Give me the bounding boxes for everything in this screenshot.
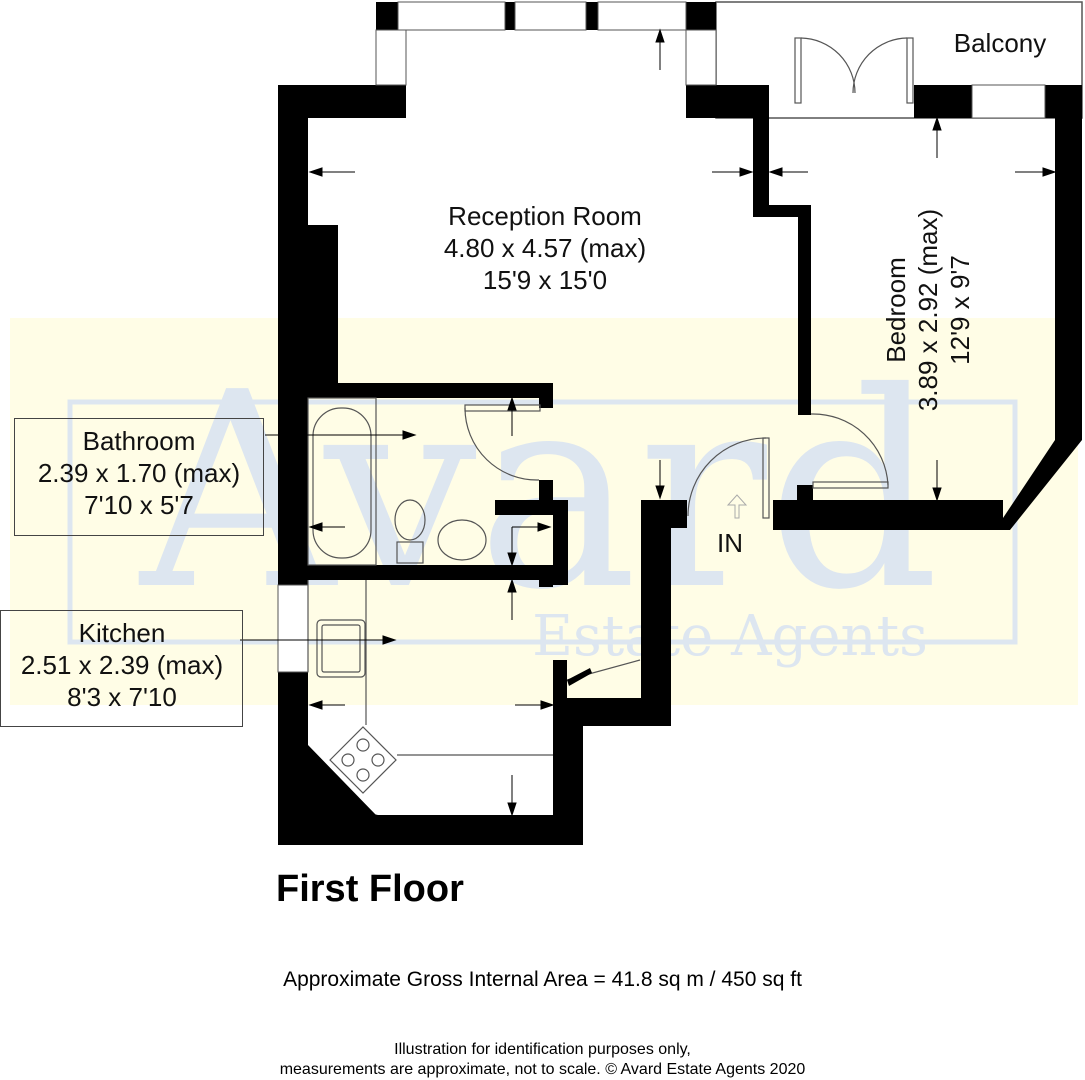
kitchen-metric: 2.51 x 2.39 (max) bbox=[20, 650, 224, 680]
reception-metric: 4.80 x 4.57 (max) bbox=[443, 233, 647, 263]
gross-area: Approximate Gross Internal Area = 41.8 s… bbox=[283, 968, 802, 991]
bedroom-metric: 3.89 x 2.92 (max) bbox=[913, 208, 943, 412]
disclaimer-line-1: Illustration for identification purposes… bbox=[394, 1041, 691, 1058]
kitchen-imperial: 8'3 x 7'10 bbox=[67, 682, 177, 712]
reception-name: Reception Room bbox=[448, 201, 642, 231]
disclaimer-line-2: measurements are approximate, not to sca… bbox=[279, 1061, 806, 1078]
bathroom-imperial: 7'10 x 5'7 bbox=[84, 490, 194, 520]
windows bbox=[277, 1, 1046, 673]
bathroom-label: Bathroom 2.39 x 1.70 (max) 7'10 x 5'7 bbox=[14, 425, 264, 521]
bathroom-name: Bathroom bbox=[82, 426, 196, 456]
bedroom-name: Bedroom bbox=[881, 257, 911, 363]
fixtures bbox=[307, 397, 553, 794]
floor-title: First Floor bbox=[276, 868, 464, 910]
kitchen-label: Kitchen 2.51 x 2.39 (max) 8'3 x 7'10 bbox=[0, 617, 244, 713]
reception-imperial: 15'9 x 15'0 bbox=[482, 265, 608, 295]
watermark-tagline: Estate Agents bbox=[532, 604, 928, 669]
bathroom-label-box bbox=[14, 418, 264, 536]
bathroom-metric: 2.39 x 1.70 (max) bbox=[37, 458, 241, 488]
bedroom-label: Bedroom 3.89 x 2.92 (max) 12'9 x 9'7 bbox=[880, 200, 976, 420]
reception-label: Reception Room 4.80 x 4.57 (max) 15'9 x … bbox=[410, 200, 680, 296]
balcony-doors bbox=[794, 37, 914, 104]
kitchen-label-box bbox=[0, 610, 243, 727]
disclaimer: Illustration for identification purposes… bbox=[0, 1040, 1085, 1080]
bedroom-imperial: 12'9 x 9'7 bbox=[945, 255, 975, 365]
entrance-label: IN bbox=[717, 528, 743, 558]
kitchen-name: Kitchen bbox=[78, 618, 166, 648]
balcony-label: Balcony bbox=[953, 28, 1047, 58]
entrance-arrow-icon bbox=[726, 494, 748, 519]
kitchen-door-leaf bbox=[567, 668, 592, 686]
walls bbox=[278, 2, 1082, 845]
dimension-arrows bbox=[240, 28, 1057, 817]
interior-doors bbox=[464, 404, 889, 681]
